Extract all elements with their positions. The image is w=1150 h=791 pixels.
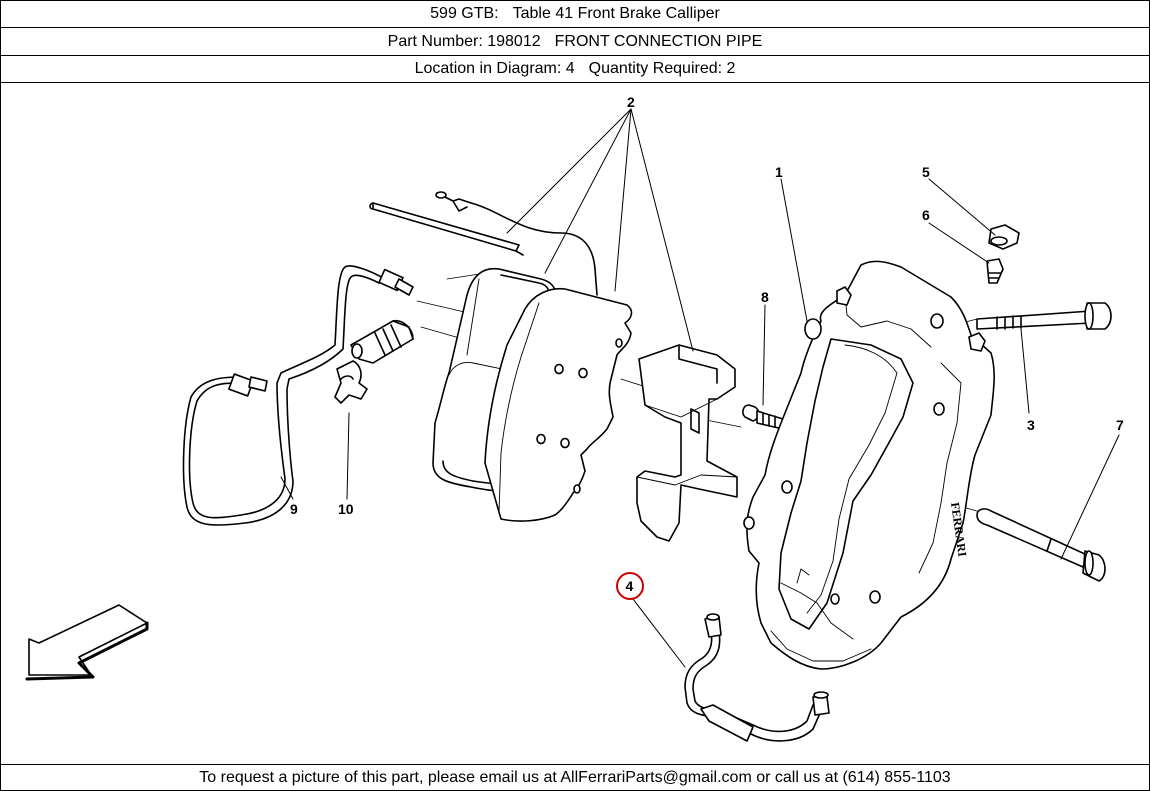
direction-arrow-icon bbox=[25, 604, 149, 681]
location-row: Location in Diagram: 4 Quantity Required:… bbox=[1, 56, 1149, 83]
highlighted-callout-4[interactable]: 4 bbox=[616, 572, 644, 600]
part-number: Part Number: 198012 bbox=[387, 33, 541, 50]
callout-4: 4 bbox=[626, 578, 634, 594]
model-name: 599 GTB: bbox=[430, 5, 499, 22]
bleed-nipple bbox=[988, 224, 1020, 250]
parts-diagram: FERRARI bbox=[1, 83, 1149, 764]
diagram-location: Location in Diagram: 4 bbox=[414, 60, 575, 77]
brake-calliper-diagram: FERRARI bbox=[25, 94, 1124, 742]
pad-spring bbox=[636, 344, 738, 542]
callout-5: 5 bbox=[922, 164, 930, 180]
callout-3: 3 bbox=[1027, 417, 1035, 433]
contact-info: To request a picture of this part, pleas… bbox=[199, 769, 951, 786]
callout-labels: 2 1 5 6 8 3 7 9 10 bbox=[290, 94, 1124, 517]
caliper-bleed-pipe bbox=[182, 265, 414, 526]
wear-sensor-left bbox=[369, 202, 524, 256]
bleed-screw bbox=[986, 258, 1004, 284]
bleed-screw-fitting bbox=[350, 319, 414, 364]
footer-row: To request a picture of this part, pleas… bbox=[1, 764, 1149, 791]
front-connection-pipe bbox=[684, 613, 830, 742]
table-title: Table 41 Front Brake Calliper bbox=[512, 5, 720, 22]
brake-calliper-body: FERRARI bbox=[743, 260, 995, 670]
callout-6: 6 bbox=[922, 207, 930, 223]
callout-leader-lines bbox=[280, 108, 1120, 668]
long-bolt-upper bbox=[976, 302, 1112, 330]
callout-7: 7 bbox=[1116, 417, 1124, 433]
part-name: FRONT CONNECTION PIPE bbox=[554, 33, 763, 50]
wear-sensor-right bbox=[435, 191, 598, 296]
part-row: Part Number: 198012 FRONT CONNECTION PIPE bbox=[1, 28, 1149, 56]
small-bolt bbox=[742, 404, 784, 430]
retaining-clip bbox=[334, 360, 368, 404]
callout-2: 2 bbox=[627, 94, 635, 110]
brake-pad-inner bbox=[484, 287, 633, 522]
callout-9: 9 bbox=[290, 501, 298, 517]
callout-10: 10 bbox=[338, 501, 354, 517]
callout-8: 8 bbox=[761, 289, 769, 305]
title-row: 599 GTB: Table 41 Front Brake Calliper bbox=[1, 1, 1149, 28]
callout-1: 1 bbox=[775, 164, 783, 180]
quantity-required: Quantity Required: 2 bbox=[588, 60, 736, 77]
long-bolt-lower bbox=[976, 508, 1106, 582]
